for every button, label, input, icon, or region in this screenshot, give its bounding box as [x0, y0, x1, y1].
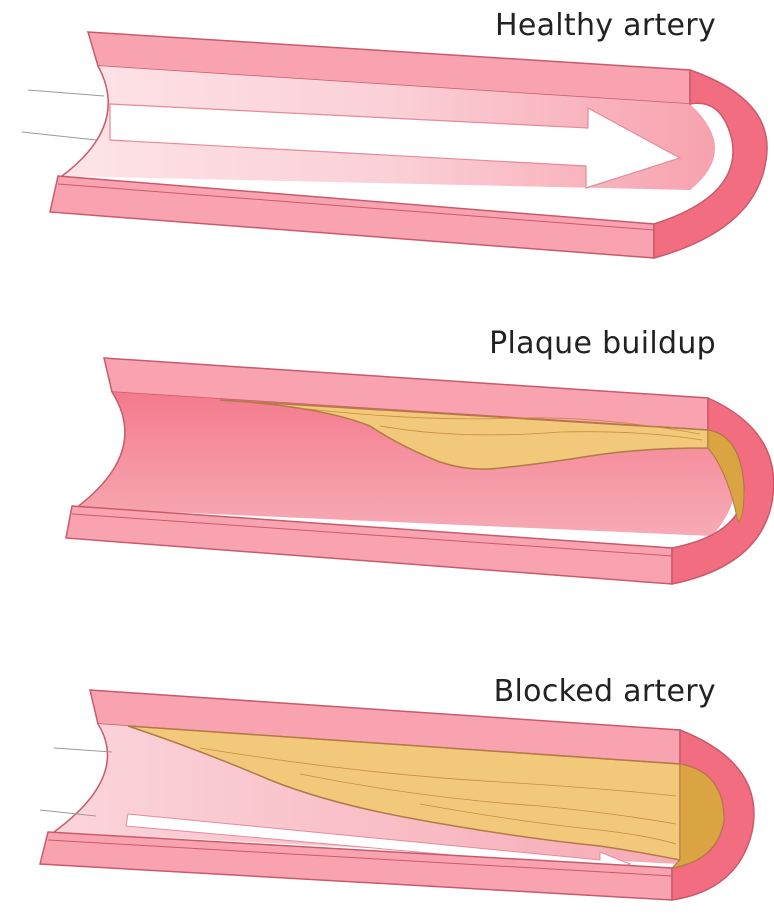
plaque-buildup-illustration [0, 322, 774, 612]
artery-bottom-wall [50, 176, 654, 258]
plaque-buildup-panel: Plaque buildup [0, 322, 774, 612]
blocked-artery-title: Blocked artery [494, 674, 716, 709]
plaque-buildup-title: Plaque buildup [489, 326, 716, 361]
healthy-artery-panel: Healthy artery [0, 0, 774, 280]
healthy-artery-title: Healthy artery [495, 8, 716, 43]
blocked-artery-panel: Blocked artery [0, 664, 774, 919]
